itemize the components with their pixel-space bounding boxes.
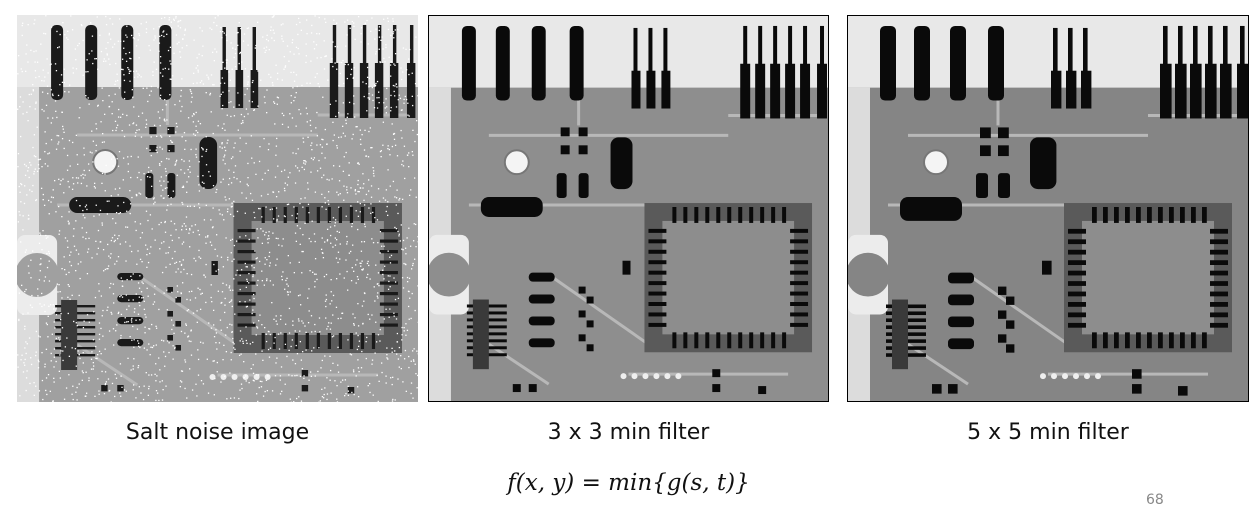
circuit-board-xray (848, 16, 1248, 401)
caption-3x3-min-filter: 3 x 3 min filter (547, 420, 710, 445)
circuit-board-xray (17, 15, 418, 402)
page-number: 68 (1146, 492, 1164, 508)
circuit-board-xray (429, 16, 828, 401)
caption-salt-noise: Salt noise image (125, 420, 310, 445)
min-filter-3x3-image (428, 15, 829, 402)
salt-noise-image (17, 15, 418, 402)
min-filter-formula: f(x, y) = min{g(s, t)} (507, 470, 750, 496)
min-filter-5x5-image (847, 15, 1249, 402)
caption-5x5-min-filter: 5 x 5 min filter (967, 420, 1129, 445)
